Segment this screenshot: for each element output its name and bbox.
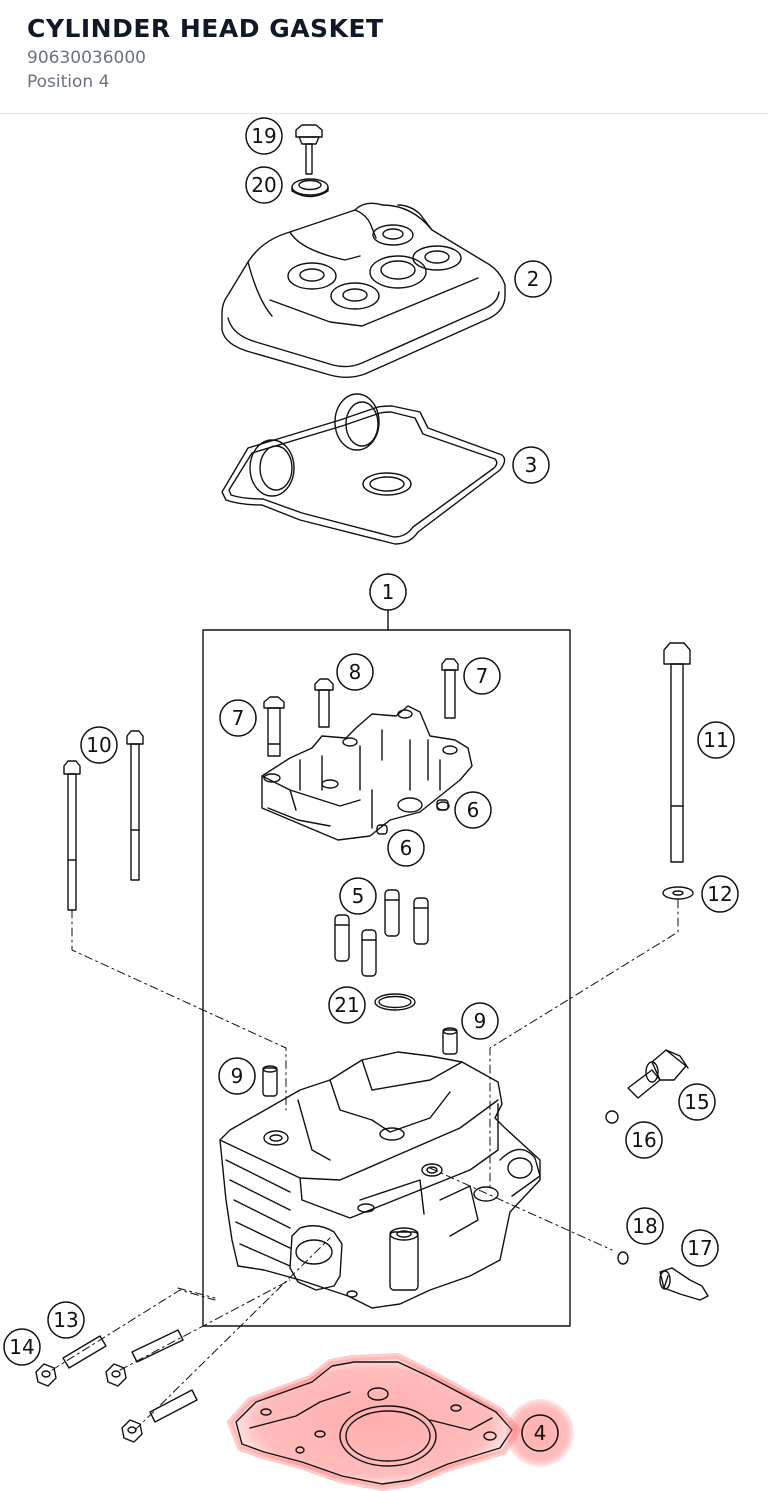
callout-label: 7 <box>476 664 489 688</box>
callout-label: 1 <box>382 580 395 604</box>
callout-label: 19 <box>251 124 276 148</box>
callout-label: 21 <box>334 993 359 1017</box>
o-ring-16-part <box>605 1110 619 1124</box>
callout-label: 3 <box>525 453 538 477</box>
callout-label: 7 <box>232 706 245 730</box>
dowel-9-right <box>442 1027 458 1055</box>
seal-washer-part <box>291 178 329 198</box>
callout-label: 9 <box>231 1064 244 1088</box>
plug-6a-part <box>436 799 450 811</box>
nut-14b-part <box>105 1363 127 1387</box>
callout-17[interactable]: 17 <box>681 1229 719 1267</box>
callout-13[interactable]: 13 <box>47 1301 85 1339</box>
callout-19[interactable]: 19 <box>245 117 283 155</box>
callout-9-right[interactable]: 9 <box>461 1002 499 1040</box>
exploded-parts-diagram: 19 20 2 3 1 8 7 7 10 11 6 6 5 12 21 9 9 … <box>3 117 739 1491</box>
bolt-7-left <box>263 696 285 757</box>
callout-label: 17 <box>687 1236 712 1260</box>
callout-highlight <box>506 1399 574 1467</box>
callout-20[interactable]: 20 <box>245 166 283 204</box>
washer-12-part <box>662 886 694 900</box>
callout-label: 16 <box>631 1128 656 1152</box>
nut-14a-part <box>35 1363 57 1387</box>
bolt-10a-part <box>63 760 81 911</box>
sensor-17-part <box>659 1267 709 1301</box>
callout-7-right[interactable]: 7 <box>463 657 501 695</box>
valve-guide-4 <box>361 929 377 977</box>
callout-15[interactable]: 15 <box>678 1083 716 1121</box>
position-label: Position 4 <box>27 72 110 92</box>
cylinder-head-part <box>219 1051 541 1309</box>
valve-cover-part <box>221 202 506 378</box>
valve-guide-3 <box>334 914 350 962</box>
callout-1[interactable]: 1 <box>369 573 407 611</box>
nut-14c-part <box>121 1419 143 1443</box>
o-ring-21-part <box>374 993 416 1011</box>
callout-label: 4 <box>534 1421 547 1445</box>
callout-label: 8 <box>349 660 362 684</box>
callout-11[interactable]: 11 <box>697 721 735 759</box>
part-number: 90630036000 <box>27 48 146 68</box>
valve-guide-1 <box>384 889 400 937</box>
callout-label: 12 <box>707 882 732 906</box>
callout-label: 18 <box>632 1214 657 1238</box>
valve-guide-2 <box>413 897 429 945</box>
header: CYLINDER HEAD GASKET 90630036000 Positio… <box>0 0 768 114</box>
bolt-11-part <box>663 642 691 863</box>
callout-label: 2 <box>527 267 540 291</box>
callout-2[interactable]: 2 <box>514 260 552 298</box>
callout-10[interactable]: 10 <box>80 726 118 764</box>
callout-label: 14 <box>9 1335 34 1359</box>
callout-3[interactable]: 3 <box>512 446 550 484</box>
callout-label: 5 <box>352 884 365 908</box>
callout-4[interactable]: 4 <box>521 1414 559 1452</box>
callout-label: 10 <box>86 733 111 757</box>
stud-13b-part <box>131 1329 184 1363</box>
camshaft-carrier-part <box>261 705 473 841</box>
callout-12[interactable]: 12 <box>701 875 739 913</box>
callout-7-left[interactable]: 7 <box>219 699 257 737</box>
callout-label: 15 <box>684 1090 709 1114</box>
callout-21[interactable]: 21 <box>328 986 366 1024</box>
callout-label: 13 <box>53 1308 78 1332</box>
callout-16[interactable]: 16 <box>625 1121 663 1159</box>
callout-8[interactable]: 8 <box>336 653 374 691</box>
stud-13a-part <box>62 1335 107 1369</box>
callout-label: 6 <box>400 836 413 860</box>
callout-18[interactable]: 18 <box>626 1207 664 1245</box>
plug-6b-part <box>376 824 388 835</box>
page-title: CYLINDER HEAD GASKET <box>27 14 384 43</box>
cover-gasket-part <box>221 393 506 545</box>
bolt-8-part <box>314 678 334 728</box>
assembly-lines <box>51 899 679 1431</box>
bolt-10b-part <box>126 730 144 881</box>
cover-bolt-part <box>295 124 323 175</box>
assembly-group-frame <box>202 629 571 1327</box>
callout-9-left[interactable]: 9 <box>218 1057 256 1095</box>
callout-14[interactable]: 14 <box>3 1328 41 1366</box>
washer-18-part <box>617 1251 629 1265</box>
sensor-15-part <box>627 1049 689 1099</box>
bolt-7-right <box>441 658 459 719</box>
callout-6-lower[interactable]: 6 <box>387 829 425 867</box>
callout-6-right[interactable]: 6 <box>454 791 492 829</box>
callout-label: 11 <box>703 728 728 752</box>
cylinder-head-gasket-part <box>227 1353 521 1491</box>
callout-label: 20 <box>251 173 276 197</box>
callout-label: 6 <box>467 798 480 822</box>
callout-5[interactable]: 5 <box>339 877 377 915</box>
callout-label: 9 <box>474 1009 487 1033</box>
stud-13c-part <box>149 1389 198 1423</box>
dowel-9-left <box>262 1065 278 1097</box>
